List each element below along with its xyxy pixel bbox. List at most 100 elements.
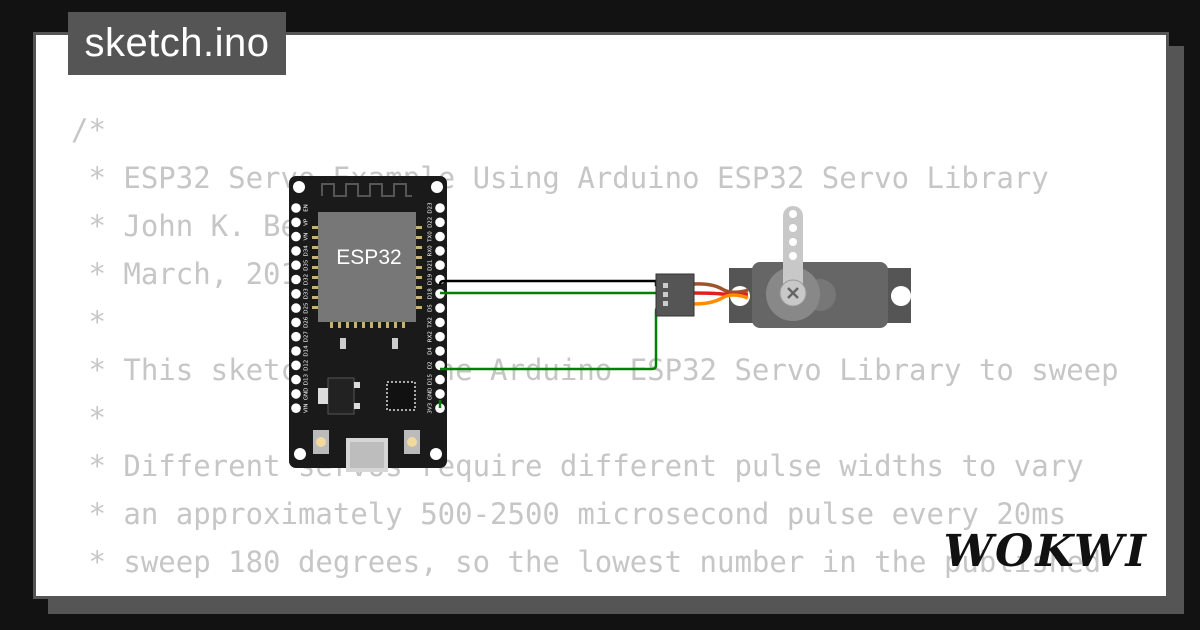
regulator-pin (354, 382, 360, 388)
header-pin[interactable] (291, 217, 301, 228)
pin-label: TX0 (428, 231, 434, 243)
header-pin[interactable] (435, 331, 445, 342)
header-pin[interactable] (435, 403, 445, 414)
reset-button-cap (407, 437, 417, 447)
code-line: * corresponds to 0 degrees and the middl… (71, 586, 1136, 596)
pin-label: VN (304, 233, 310, 241)
pin-label: D13 (304, 373, 310, 385)
header-pin[interactable] (291, 203, 301, 213)
regulator-tab (318, 388, 328, 404)
servo-screw-cross (787, 287, 799, 299)
code-line: * (71, 401, 106, 435)
header-pin[interactable] (291, 403, 301, 414)
code-line: * Different servos require different pul… (71, 449, 1084, 483)
servo-horn (783, 206, 803, 296)
capacitor (392, 338, 398, 349)
pin-label: GND (304, 388, 310, 401)
pin-label: VIN (304, 403, 310, 413)
header-pin[interactable] (435, 203, 445, 213)
code-editor: /* * ESP32 Servo Example Using Arduino E… (71, 106, 1136, 596)
mount-hole (293, 181, 305, 193)
servo-horn-hole (789, 224, 797, 232)
wire-signal[interactable] (440, 305, 669, 371)
header-pin[interactable] (291, 289, 301, 299)
pin-label: D21 (428, 260, 434, 271)
header-pin[interactable] (435, 360, 445, 371)
header-pin[interactable] (291, 317, 301, 328)
pin-label: D2 (428, 361, 434, 369)
mount-hole (294, 448, 306, 460)
header-pin[interactable] (435, 246, 445, 256)
code-line: /* (71, 113, 106, 147)
mount-hole (430, 448, 442, 460)
connector-pin (663, 292, 668, 297)
antenna-trace (321, 183, 412, 197)
pin-label: D12 (304, 360, 310, 371)
preview-card: /* * ESP32 Servo Example Using Arduino E… (33, 32, 1169, 599)
header-pin[interactable] (291, 260, 301, 271)
servo-horn-hole (789, 238, 797, 246)
pin-label: D4 (428, 347, 434, 355)
chip-pads (312, 226, 422, 328)
servo-horn-hole (789, 210, 797, 218)
pin-label: EN (304, 204, 310, 212)
pin-label: D32 (304, 274, 310, 285)
pin-label: D35 (304, 259, 310, 271)
servo-wire-orange (692, 293, 749, 306)
header-pin[interactable] (291, 346, 301, 356)
header-pin[interactable] (291, 246, 301, 256)
header-pin[interactable] (435, 231, 445, 242)
header-pin[interactable] (291, 303, 301, 313)
pin-label: D15 (428, 373, 434, 385)
pin-label: 3V3 (428, 402, 434, 413)
header-pin[interactable] (291, 231, 301, 242)
connector-pin (663, 301, 668, 306)
header-pin[interactable] (291, 374, 301, 385)
pin-label: D33 (304, 288, 310, 300)
mount-hole (431, 181, 443, 193)
esp32-chip-label: ESP32 (336, 246, 401, 269)
code-line: * an approximately 500-2500 microsecond … (71, 497, 1067, 531)
header-pin[interactable] (435, 317, 445, 328)
pin-label: TX2 (428, 317, 434, 329)
code-line: * (71, 305, 106, 339)
usb-uart-chip (386, 381, 416, 411)
header-pin[interactable] (435, 217, 445, 228)
connector-pin (663, 283, 668, 288)
pin-label: RX2 (428, 331, 434, 342)
pin-label: D27 (304, 331, 310, 343)
pin-label: D14 (304, 345, 310, 357)
pin-label: RX0 (428, 245, 434, 257)
header-pin[interactable] (291, 360, 301, 371)
servo-wire-brown (692, 282, 749, 294)
regulator-pin (354, 403, 360, 409)
header-pin[interactable] (435, 389, 445, 399)
header-pin[interactable] (435, 346, 445, 356)
header-pin[interactable] (435, 260, 445, 271)
esp32-chip (318, 212, 416, 322)
wokwi-logo: WOKWI (944, 526, 1148, 577)
file-tab[interactable]: sketch.ino (68, 12, 286, 75)
esp32-board[interactable]: ESP32 ENVPVND34D35D32D33D25D26D27D14D12D… (289, 176, 447, 472)
header-pin[interactable] (291, 331, 301, 342)
pin-label: D5 (428, 304, 434, 312)
pin-label: D34 (304, 245, 310, 257)
code-line: * sweep 180 degrees, so the lowest numbe… (71, 545, 1102, 579)
header-pin[interactable] (435, 303, 445, 313)
header-pin[interactable] (291, 389, 301, 399)
pin-label: D26 (304, 316, 310, 328)
header-pin[interactable] (291, 274, 301, 285)
pin-label: D25 (304, 302, 310, 314)
pin-label: GND (428, 388, 434, 401)
boot-button-cap (316, 437, 326, 447)
header-pin[interactable] (435, 374, 445, 385)
voltage-regulator (327, 377, 355, 415)
servo-mount-hole (891, 286, 911, 306)
pin-label: VP (304, 218, 310, 226)
capacitor (340, 338, 346, 349)
wire-gnd[interactable] (438, 279, 669, 287)
pin-label: D18 (428, 288, 434, 300)
servo-connector[interactable] (655, 273, 695, 317)
servo-motor[interactable] (655, 206, 911, 328)
